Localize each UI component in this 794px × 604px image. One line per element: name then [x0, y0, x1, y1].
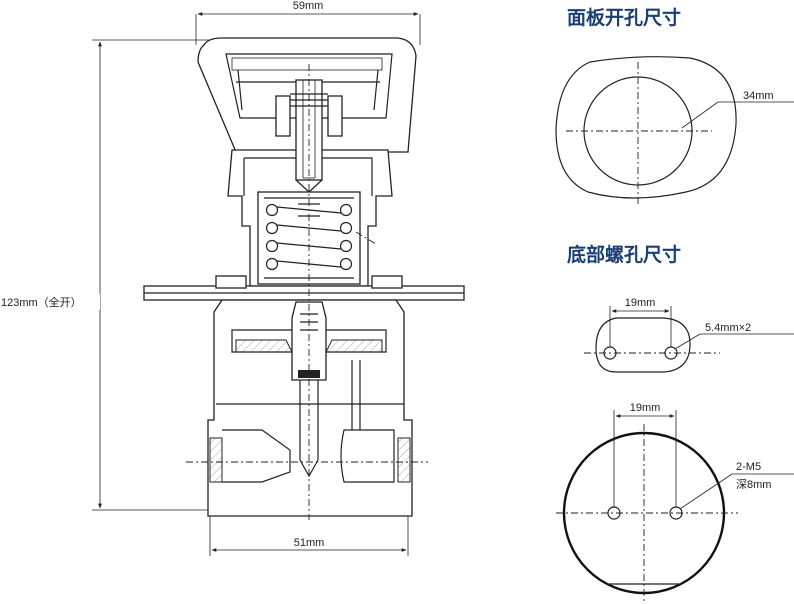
- base-hole-title: 底部螺孔尺寸: [567, 243, 681, 266]
- oval-flange: [595, 317, 691, 373]
- panel-hole-title: 面板开孔尺寸: [567, 6, 681, 29]
- height-label: 123mm（全开）: [1, 295, 82, 309]
- top-width-dimension: 59mm: [195, 0, 421, 45]
- oval-spacing-label: 19mm: [625, 297, 656, 309]
- bottom-width-dimension: 51mm: [209, 512, 409, 556]
- knob-inner: [225, 53, 393, 119]
- panel-hole-diameter: 34mm: [743, 90, 774, 102]
- base-hole-view: 底部螺孔尺寸 19mm 5.4mm×2: [567, 243, 794, 373]
- mounting-flange: [143, 285, 465, 301]
- oval-hole-size: 5.4mm×2: [705, 322, 751, 334]
- top-width-label: 59mm: [293, 0, 324, 12]
- height-dimension: 123mm（全开）: [0, 39, 236, 511]
- panel-cutout-outline: [555, 56, 737, 199]
- bottom-width-label: 51mm: [294, 537, 325, 549]
- regulator-section-view: 59mm 123mm（全开） 51mm: [0, 0, 465, 556]
- round-spacing-label: 19mm: [630, 402, 661, 414]
- base-bottom-view: 19mm 2-M5 深8mm: [556, 402, 794, 604]
- panel-hole-view: 面板开孔尺寸 34mm: [555, 6, 794, 204]
- thread-depth-label: 深8mm: [736, 478, 771, 491]
- thread-size-label: 2-M5: [736, 461, 761, 473]
